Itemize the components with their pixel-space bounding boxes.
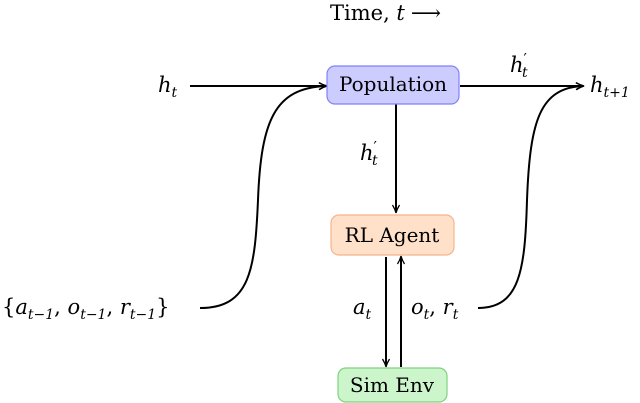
time-axis-title: Time, t⟶ — [330, 1, 441, 25]
label-h-t: ht — [158, 73, 178, 101]
sim-env-box — [337, 367, 448, 403]
node-population: Population — [326, 65, 460, 105]
label-h-t-plus-1: ht+1 — [590, 73, 630, 101]
label-a-t: at — [353, 295, 372, 323]
rl-agent-box — [330, 214, 455, 256]
label-h-t-prime-mid: h′t — [360, 138, 378, 169]
label-history-tuple: {at−1, ot−1, rt−1} — [2, 295, 170, 323]
sim-env-label: Sim Env — [350, 373, 435, 397]
rl-agent-label: RL Agent — [345, 223, 440, 247]
node-sim-env: Sim Env — [337, 367, 448, 403]
label-o-t-r-t: ot, rt — [411, 295, 459, 323]
edge-history-curve — [199, 82, 328, 309]
population-box — [326, 65, 460, 105]
edge-observation-curve — [477, 82, 585, 309]
population-label: Population — [339, 72, 447, 96]
label-h-t-prime-top: h′t — [510, 50, 528, 81]
node-rl-agent: RL Agent — [330, 214, 455, 256]
